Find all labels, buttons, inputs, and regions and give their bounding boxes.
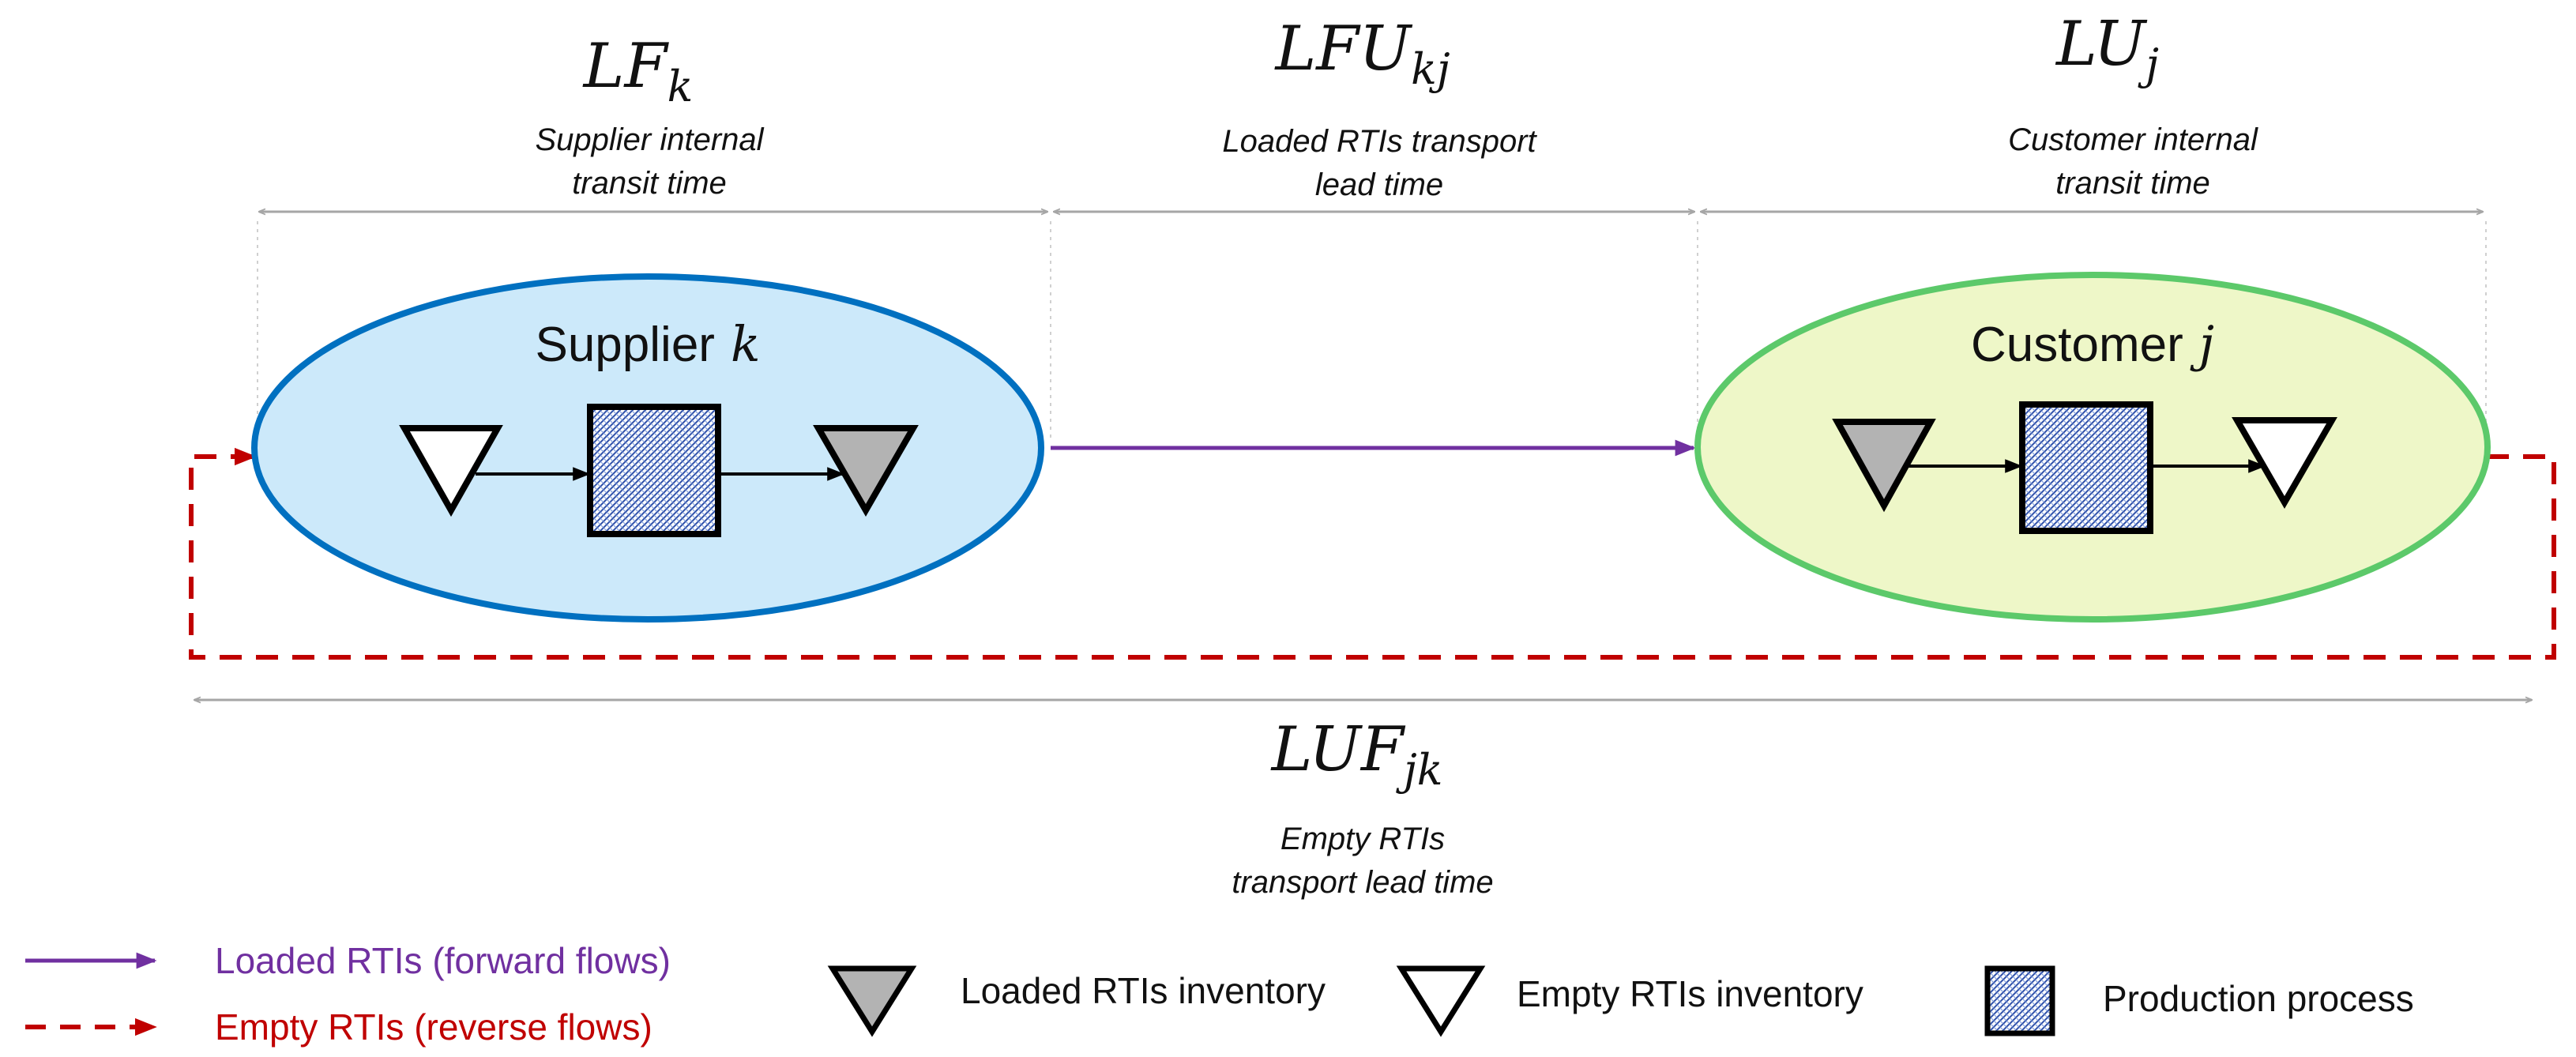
empty-rtis-reverse-flow-line <box>189 447 2556 660</box>
customer-transit-symbol: LUj <box>2055 9 2159 89</box>
supplier-empty-inventory-icon <box>399 425 503 517</box>
dimension-guide-lines <box>257 221 2487 442</box>
customer-loaded-inventory-icon <box>1832 419 1936 513</box>
customer-production-process-icon <box>2019 401 2153 534</box>
supplier-transit-caption-line1: Supplier internal <box>535 122 764 157</box>
supplier-transit-symbol: LFk <box>582 31 694 111</box>
legend-loaded-inventory-icon <box>827 965 917 1037</box>
empty-transport-caption-line1: Empty RTIs <box>1280 822 1445 856</box>
customer-transit-caption-line2: transit time <box>2055 166 2210 201</box>
legend-production-process-icon <box>1984 965 2055 1036</box>
legend-reverse-flow-label: Empty RTIs (reverse flows) <box>215 1006 652 1048</box>
empty-transport-symbol: LUFjk <box>1270 714 1443 795</box>
legend-forward-flow-label: Loaded RTIs (forward flows) <box>215 940 671 981</box>
empty-transport-caption-line2: transport lead time <box>1232 865 1493 900</box>
loaded-transport-caption-line1: Loaded RTIs transport <box>1222 124 1537 159</box>
loaded-transport-symbol: LFUkj <box>1273 13 1450 94</box>
legend-production-process-label: Production process <box>2103 978 2414 1019</box>
supplier-production-process-icon <box>587 404 721 537</box>
legend-empty-inventory-icon <box>1396 965 1486 1037</box>
loaded-transport-caption-line2: lead time <box>1315 167 1443 202</box>
legend-empty-inventory-label: Empty RTIs inventory <box>1517 973 1863 1014</box>
legend-loaded-inventory-label: Loaded RTIs inventory <box>961 970 1326 1011</box>
customer-transit-caption-line1: Customer internal <box>2008 122 2258 157</box>
legend: Loaded RTIs (forward flows) Empty RTIs (… <box>25 940 2414 1048</box>
customer-empty-inventory-icon <box>2232 417 2337 510</box>
supplier-loaded-inventory-icon <box>813 425 919 517</box>
supplier-transit-caption-line2: transit time <box>572 166 727 201</box>
